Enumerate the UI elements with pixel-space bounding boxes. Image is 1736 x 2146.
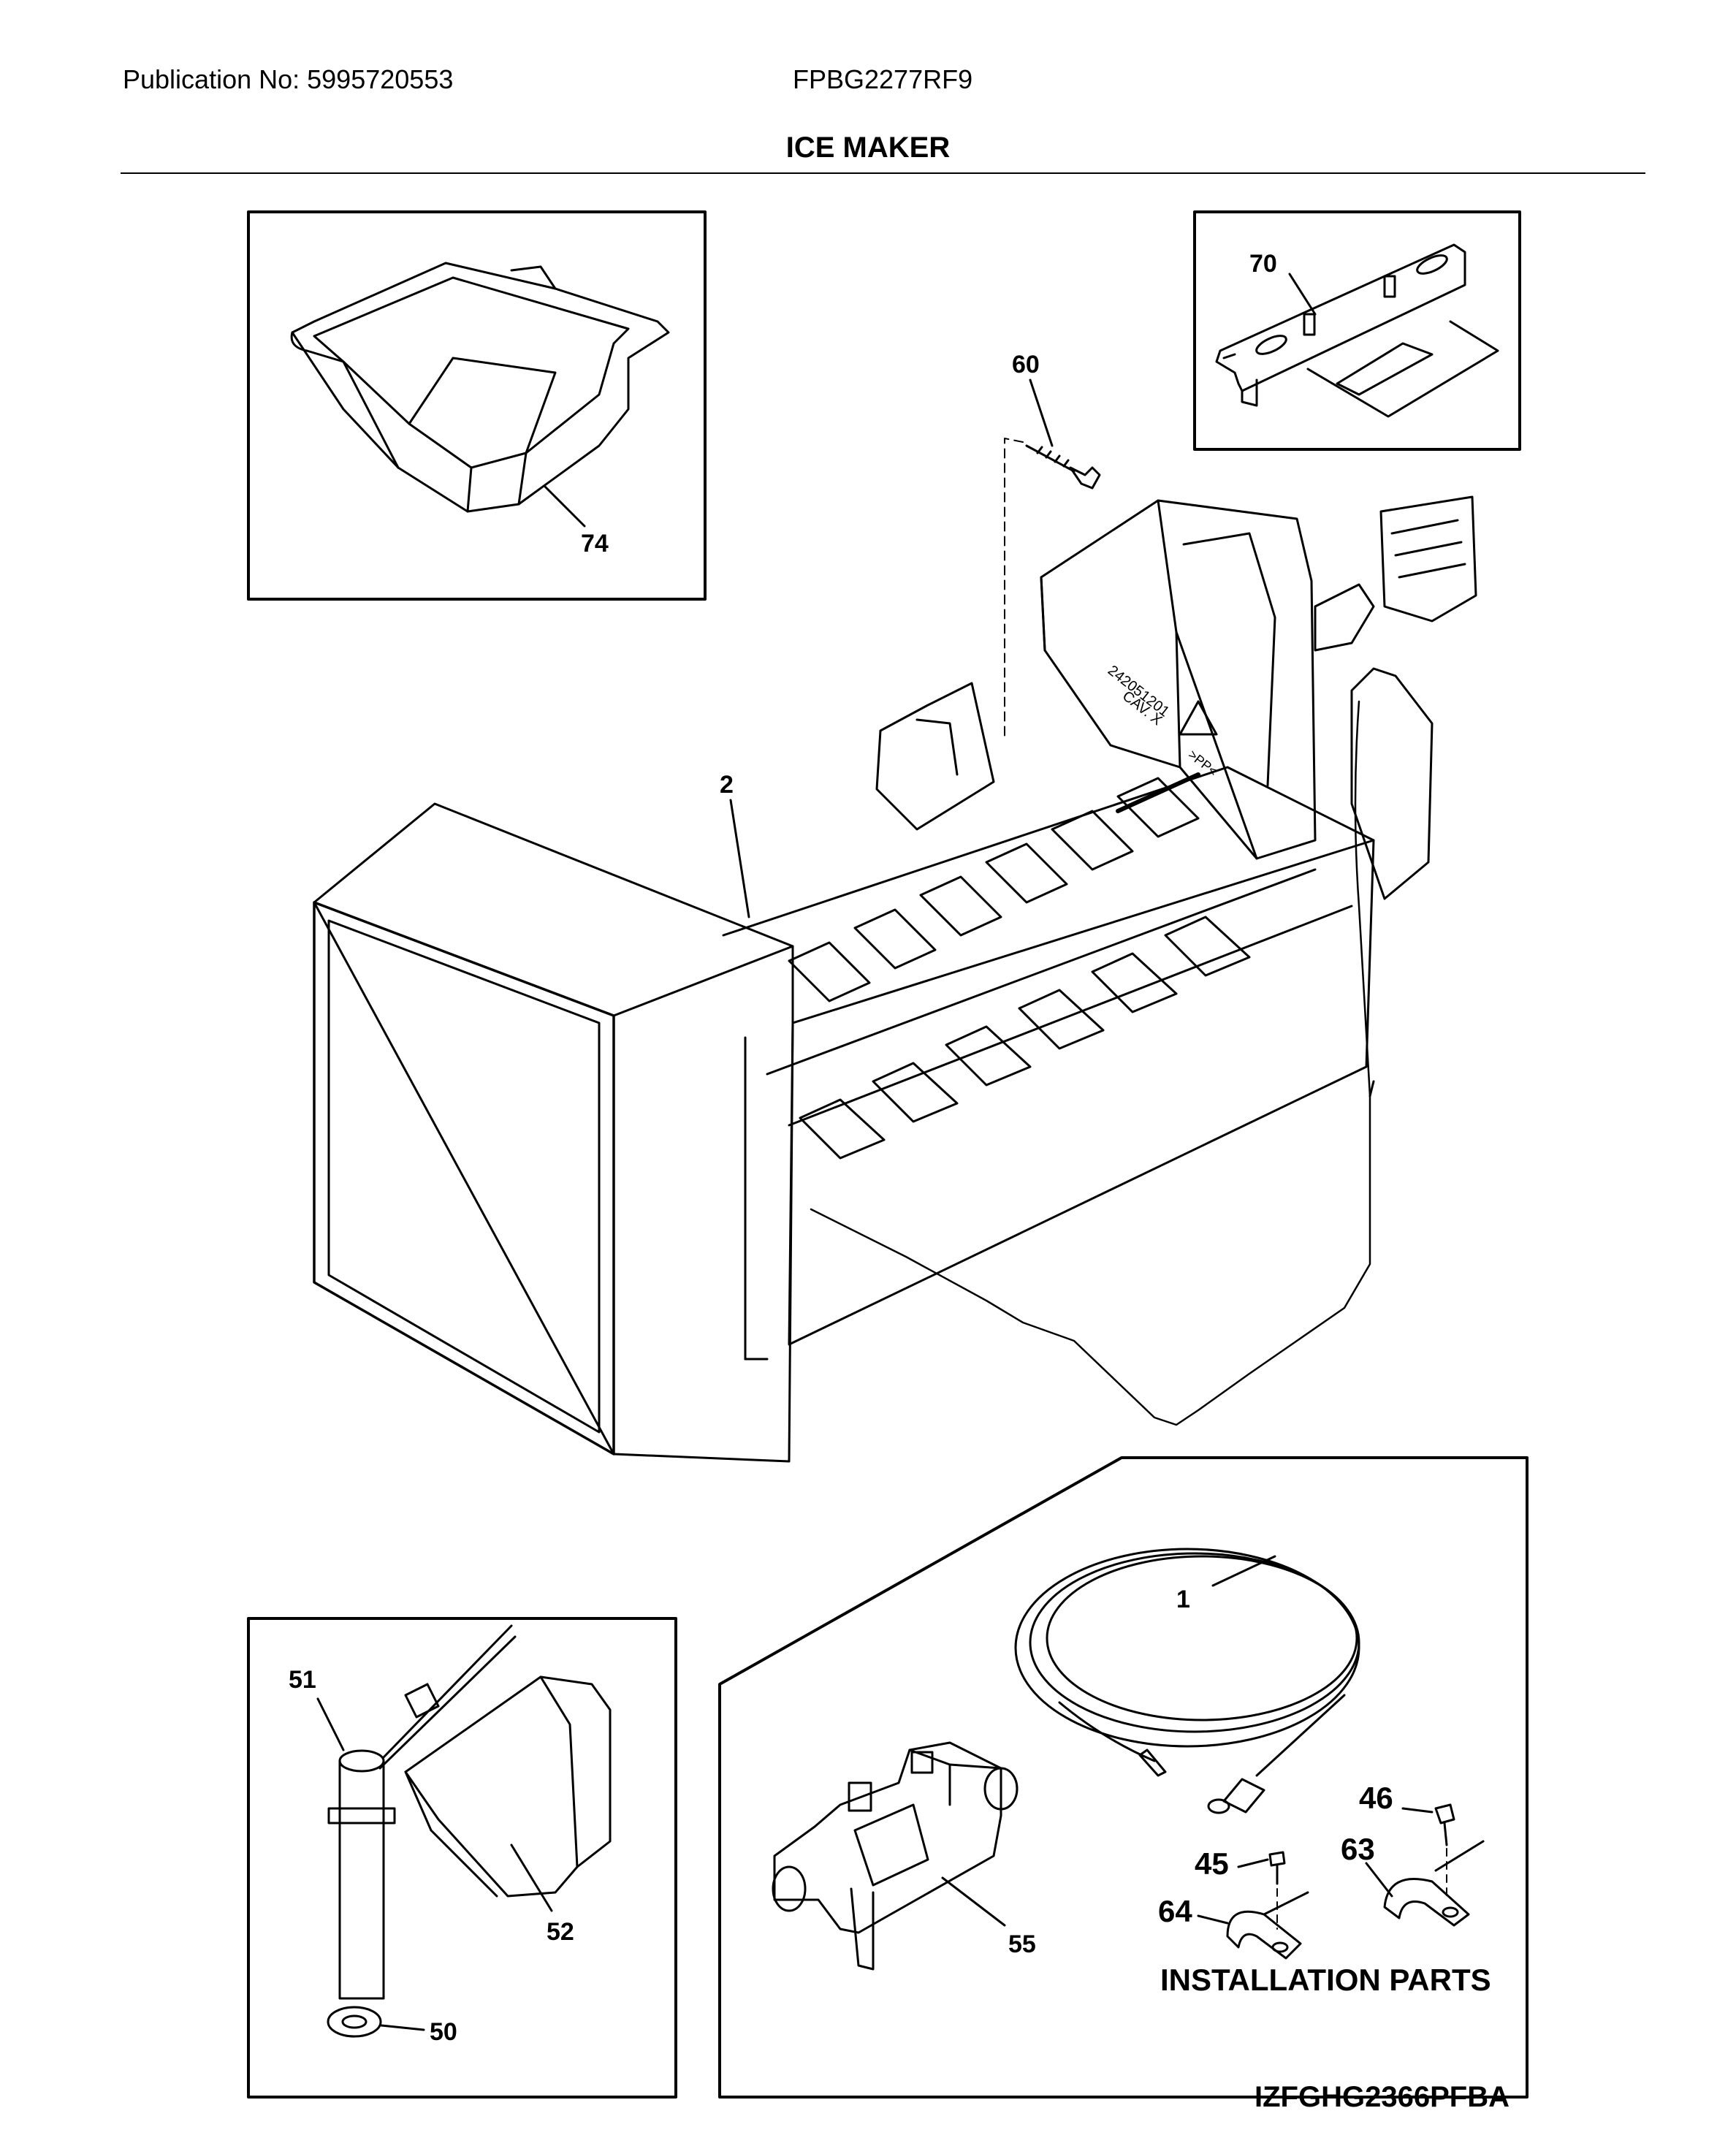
model-number: FPBG2277RF9 <box>793 64 973 94</box>
water-valve-55 <box>772 1741 1019 1971</box>
callout-45: 45 <box>1195 1846 1229 1881</box>
gasket-50 <box>327 2006 382 2038</box>
callout-2: 2 <box>720 771 734 799</box>
leader-51 <box>316 1697 345 1751</box>
fill-tube-cover-52 <box>404 1675 612 1898</box>
screw-alignment-line <box>1004 438 1024 739</box>
installation-parts-panel: 1 55 46 45 <box>718 1456 1528 2099</box>
page-title: ICE MAKER <box>785 132 951 164</box>
screw-46 <box>1434 1803 1455 1900</box>
callout-46: 46 <box>1359 1781 1393 1815</box>
leader-63 <box>1365 1862 1393 1898</box>
mounting-bracket-70 <box>1215 243 1499 418</box>
leader-1 <box>1211 1555 1276 1587</box>
callout-70: 70 <box>1249 250 1277 278</box>
leader-70 <box>1288 273 1317 316</box>
leader-64 <box>1197 1914 1229 1925</box>
ice-bucket-74 <box>290 262 670 513</box>
clamp-64 <box>1226 1891 1309 1960</box>
callout-63: 63 <box>1341 1832 1375 1866</box>
callout-50: 50 <box>430 2018 457 2046</box>
leader-50 <box>380 2024 425 2031</box>
leader-46 <box>1401 1807 1434 1814</box>
bracket-panel: 70 <box>1193 210 1521 451</box>
callout-52: 52 <box>547 1918 574 1946</box>
screw-45 <box>1268 1851 1286 1930</box>
diagram-code: IZFGHG2366PFBA <box>1255 2081 1510 2113</box>
publication-number: Publication No: 5995720553 <box>123 64 454 94</box>
fill-tube-panel: 51 52 50 <box>247 1617 677 2099</box>
leader-52 <box>510 1843 553 1912</box>
material-text: >PP< <box>1186 747 1221 778</box>
callout-74: 74 <box>581 530 609 558</box>
callout-60: 60 <box>1012 351 1040 378</box>
water-line-1 <box>1014 1548 1360 1814</box>
callout-51: 51 <box>289 1666 316 1694</box>
callout-1: 1 <box>1176 1586 1190 1613</box>
callout-55: 55 <box>1008 1930 1036 1958</box>
installation-parts-label: INSTALLATION PARTS <box>1160 1963 1491 1997</box>
leader-60 <box>1029 378 1054 447</box>
header-rule <box>121 172 1645 174</box>
fill-tube-51 <box>327 1624 517 2000</box>
clamp-63 <box>1383 1840 1485 1927</box>
leader-45 <box>1237 1858 1269 1868</box>
callout-64: 64 <box>1158 1894 1192 1928</box>
ice-bucket-panel: 74 <box>247 210 707 601</box>
leader-74 <box>543 484 586 528</box>
screw-60: 60 <box>1004 351 1101 739</box>
ice-maker-assembly-2: 242051201 CAV. X >PP< 2 <box>313 495 1477 1463</box>
leader-55 <box>941 1876 1006 1927</box>
leader-2 <box>729 799 750 918</box>
